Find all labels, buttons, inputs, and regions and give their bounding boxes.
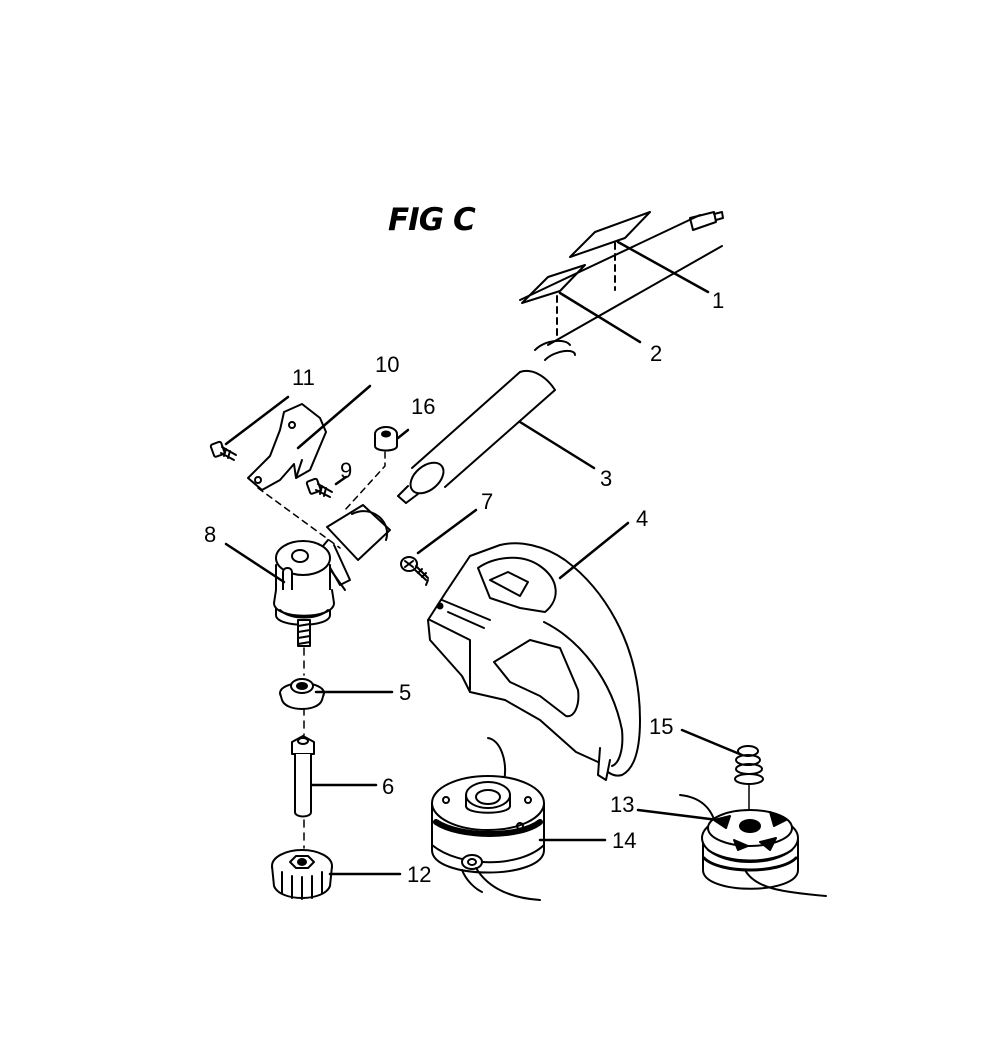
part-3-main-shaft <box>398 371 555 503</box>
callout-1: 1 <box>712 288 725 313</box>
part-10-bracket <box>248 404 326 490</box>
part-5-washer <box>280 679 324 709</box>
part-6-bolt <box>292 736 314 817</box>
callout-11: 11 <box>292 365 315 390</box>
part-16-spacer <box>345 427 397 510</box>
callout-8: 8 <box>204 522 217 547</box>
part-13-spool <box>680 795 826 896</box>
leader-lines <box>226 242 742 874</box>
callout-10: 10 <box>375 352 400 377</box>
callout-15: 15 <box>649 714 674 739</box>
part-8-gear-head <box>258 488 390 646</box>
part-1-upper-shaft-label <box>570 212 723 290</box>
callout-13: 13 <box>610 792 635 817</box>
callout-5: 5 <box>399 680 412 705</box>
callout-4: 4 <box>636 506 649 531</box>
figure-title: FIG C <box>388 202 476 238</box>
part-15-spring <box>735 746 763 810</box>
part-12-knob <box>272 850 332 899</box>
callout-14: 14 <box>612 828 637 853</box>
callout-6: 6 <box>382 774 395 799</box>
part-14-spool-housing <box>432 738 544 900</box>
part-7-screw <box>401 557 428 585</box>
part-4-guard <box>428 543 640 780</box>
callout-9: 9 <box>340 458 353 483</box>
callout-12: 12 <box>407 862 432 887</box>
callout-3: 3 <box>600 466 613 491</box>
upper-shaft-tube <box>520 215 722 360</box>
part-11-screw <box>210 441 236 460</box>
part-9-screw <box>306 478 332 497</box>
callout-7: 7 <box>481 489 494 514</box>
callout-16: 16 <box>411 394 436 419</box>
callout-2: 2 <box>650 341 663 366</box>
